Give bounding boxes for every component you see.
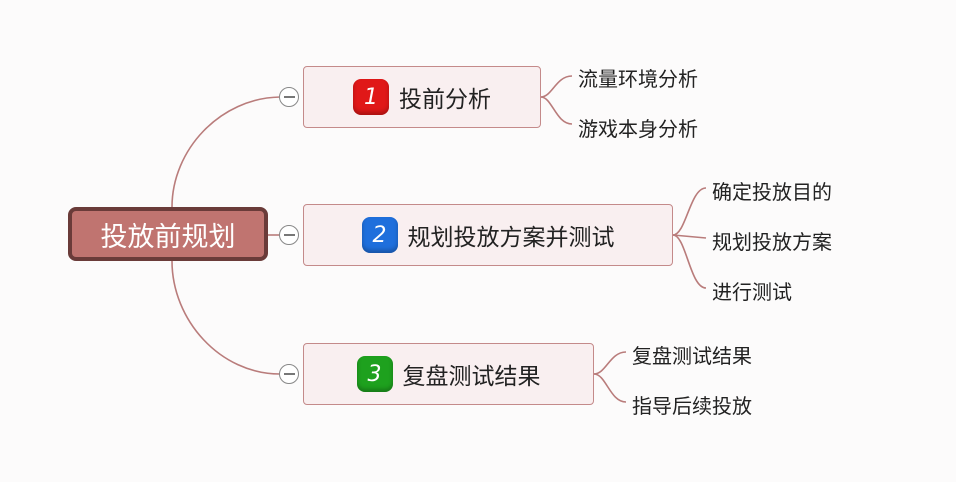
connector-root-branch-1 [171, 96, 281, 208]
connector-branch-2-leaf-2 [672, 234, 707, 239]
connector-root-branch-3 [171, 260, 281, 375]
connector-branch-1-leaf-2 [540, 96, 573, 125]
connector-branch-1-leaf-1 [540, 75, 573, 98]
branch-node-2[interactable]: 2 规划投放方案并测试 [303, 204, 673, 266]
connector-branch-2-leaf-3 [672, 234, 707, 289]
connector-branch-2-leaf-1 [672, 187, 707, 236]
priority-2-icon: 2 [361, 217, 398, 253]
branch-node-1-label: 投前分析 [399, 87, 491, 113]
priority-1-icon: 1 [353, 79, 389, 115]
connector-branch-3-leaf-1 [593, 351, 627, 375]
connector-branch-3-leaf-2 [593, 373, 627, 403]
leaf-node-3-1[interactable]: 复盘测试结果 [632, 344, 752, 368]
branch-node-3[interactable]: 3 复盘测试结果 [303, 343, 594, 405]
branch-node-2-label: 规划投放方案并测试 [407, 225, 615, 251]
root-node-label: 投放前规划 [100, 221, 236, 253]
branch-node-1[interactable]: 1 投前分析 [303, 66, 541, 128]
leaf-node-3-2[interactable]: 指导后续投放 [632, 394, 752, 418]
collapse-branch-1-icon[interactable] [279, 87, 299, 107]
collapse-branch-2-icon[interactable] [279, 225, 299, 245]
root-node[interactable]: 投放前规划 [68, 207, 268, 261]
leaf-node-1-2[interactable]: 游戏本身分析 [578, 117, 698, 141]
priority-3-icon: 3 [356, 356, 393, 392]
leaf-node-2-2[interactable]: 规划投放方案 [712, 230, 832, 254]
collapse-branch-3-icon[interactable] [279, 364, 299, 384]
leaf-node-2-1[interactable]: 确定投放目的 [712, 180, 832, 204]
leaf-node-1-1[interactable]: 流量环境分析 [578, 67, 698, 91]
leaf-node-2-3[interactable]: 进行测试 [712, 280, 792, 304]
branch-node-3-label: 复盘测试结果 [402, 364, 541, 390]
